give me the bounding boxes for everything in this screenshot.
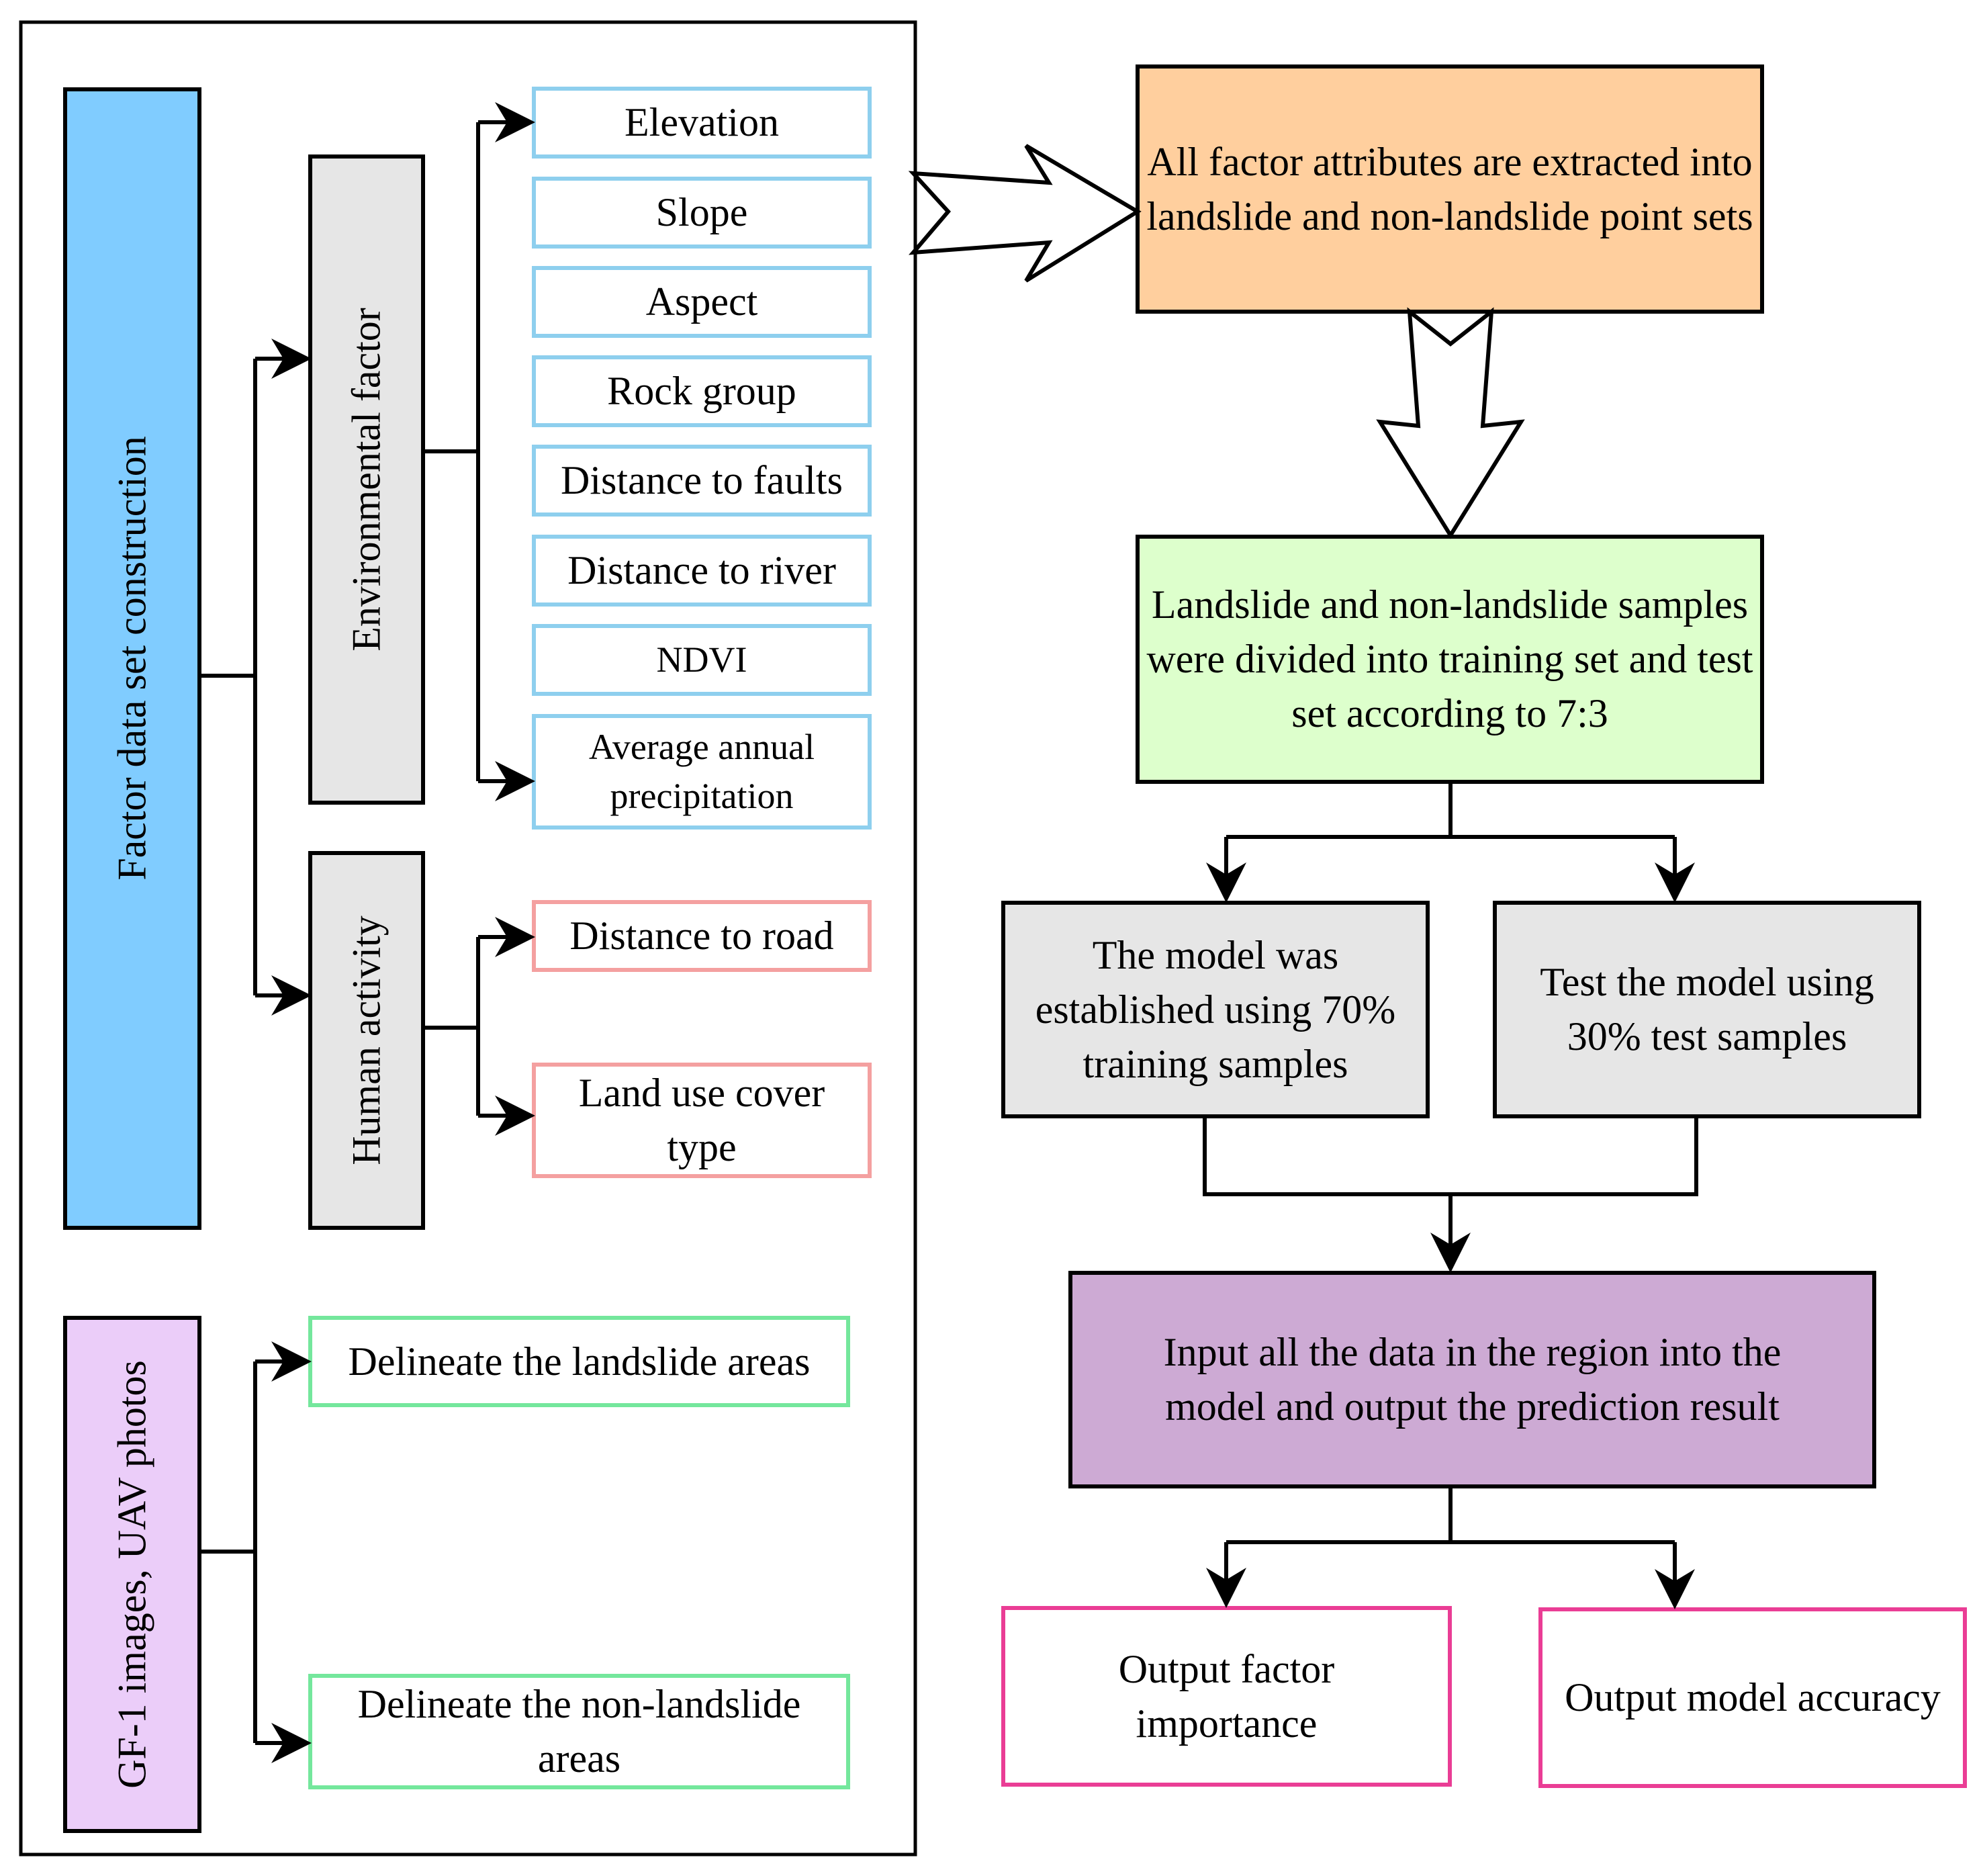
connector-environmental	[423, 102, 535, 801]
imagery-bar	[63, 1316, 201, 1833]
connector-factor	[199, 339, 312, 1016]
left-panel-frame	[19, 20, 917, 1857]
env-item-box	[532, 266, 872, 338]
test-label: Test the model using 30% test samples	[1540, 960, 1874, 1059]
env-item-rock-group: Rock group	[607, 369, 796, 413]
hollow-arrow-down	[1376, 307, 1525, 539]
accuracy-label: Output model accuracy	[1565, 1675, 1941, 1719]
human-item-distance-to-road: Distance to road	[569, 913, 834, 958]
env-item-box	[532, 177, 872, 249]
importance-label: Output factor importance	[1118, 1646, 1335, 1746]
extract-box	[1136, 64, 1764, 314]
train-label: The model was established using 70% trai…	[1035, 932, 1396, 1086]
delineate-non-landslide-label: Delineate the non-landslide areas	[357, 1682, 801, 1781]
split-label: Landslide and non-landslide samples were…	[1146, 582, 1753, 735]
delineate-box	[308, 1316, 850, 1407]
environmental-factor-label: Environmental factor	[344, 308, 389, 652]
predict-box	[1068, 1271, 1876, 1488]
human-item-land-use: Land use cover type	[578, 1071, 825, 1169]
human-item-box	[532, 900, 872, 972]
connector-split	[1206, 782, 1695, 903]
env-item-precipitation: Average annual precipitation	[588, 727, 815, 816]
env-item-distance-to-faults: Distance to faults	[561, 458, 843, 502]
env-item-ndvi: NDVI	[656, 639, 747, 680]
connector-imagery	[199, 1341, 312, 1763]
human-item-box	[532, 1063, 872, 1178]
human-activity-bar	[308, 851, 425, 1230]
train-box	[1001, 901, 1430, 1118]
factor-dataset-label: Factor data set construction	[109, 436, 154, 881]
env-item-aspect: Aspect	[645, 279, 758, 324]
env-item-box	[532, 355, 872, 427]
env-item-box	[532, 624, 872, 696]
accuracy-box	[1538, 1607, 1967, 1788]
extract-label: All factor attributes are extracted into…	[1146, 139, 1753, 238]
env-item-box	[532, 445, 872, 517]
env-item-box	[532, 535, 872, 607]
env-item-elevation: Elevation	[625, 100, 779, 144]
connector-human	[423, 917, 535, 1136]
connector-outputs	[1206, 1486, 1695, 1609]
imagery-label: GF-1 images, UAV photos	[109, 1360, 154, 1789]
importance-box	[1001, 1606, 1452, 1787]
factor-dataset-bar	[63, 87, 201, 1230]
predict-label: Input all the data in the region into th…	[1163, 1330, 1782, 1429]
env-item-distance-to-river: Distance to river	[567, 548, 836, 592]
delineate-landslide-label: Delineate the landslide areas	[348, 1339, 811, 1384]
connector-merge	[1203, 1116, 1698, 1273]
hollow-arrow-right	[908, 144, 1142, 283]
test-box	[1493, 901, 1921, 1118]
delineate-box	[308, 1674, 850, 1789]
environmental-factor-bar	[308, 154, 425, 805]
env-item-slope: Slope	[655, 190, 748, 234]
human-activity-label: Human activity	[344, 915, 389, 1165]
